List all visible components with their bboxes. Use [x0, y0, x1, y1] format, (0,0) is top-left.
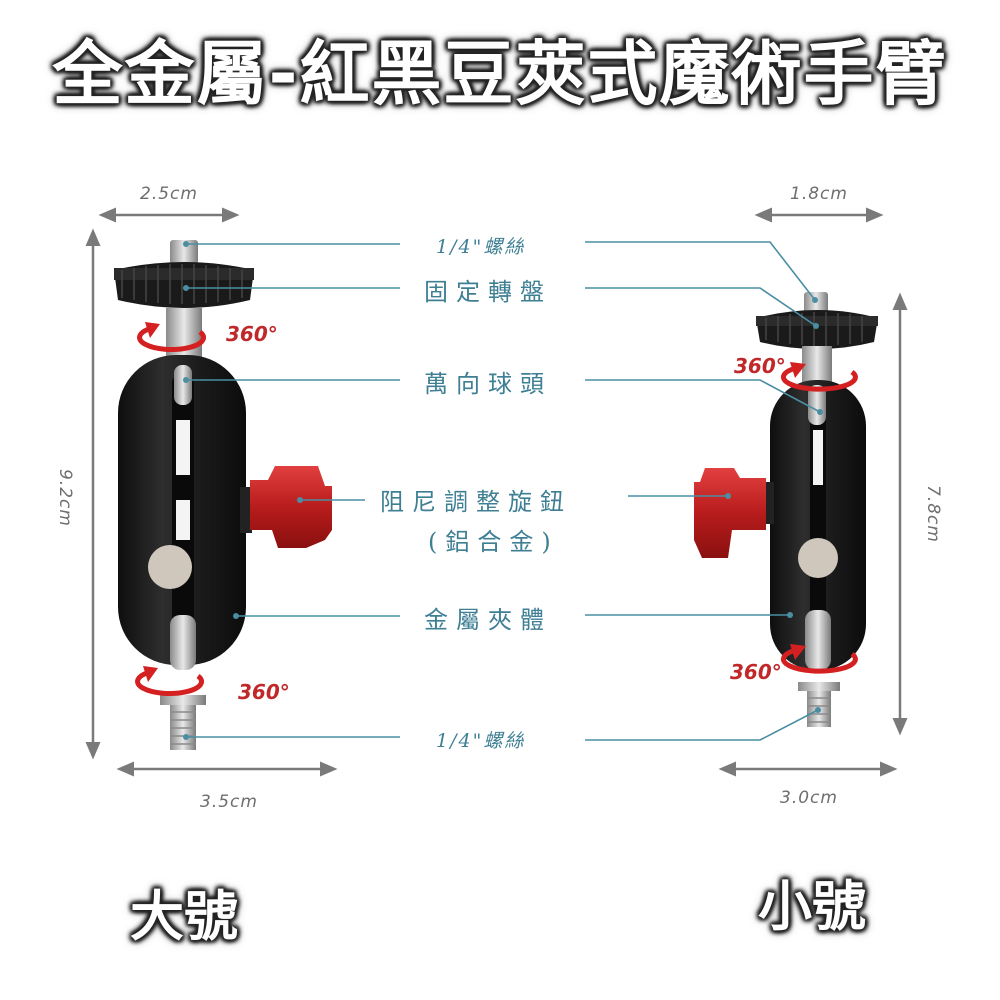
- callout-dots: [183, 241, 823, 740]
- small-magic-arm: [694, 292, 878, 727]
- small-height-label: 7.8cm: [922, 485, 943, 543]
- dimension-arrow-icon: [85, 207, 338, 777]
- callout-lines: [186, 241, 821, 741]
- small-size-label: 小號: [758, 875, 866, 938]
- rotation-arrow-icon: [135, 325, 207, 696]
- large-magic-arm: [114, 240, 332, 750]
- callout-clamp-body: 金屬夾體: [424, 606, 552, 634]
- callout-ball-head: 萬向球頭: [424, 370, 552, 398]
- large-rotation-top-label: 360°: [226, 322, 278, 346]
- large-size-label: 大號: [130, 885, 238, 948]
- large-height-label: 9.2cm: [54, 469, 75, 527]
- callout-screw-bottom: 1/4"螺絲: [436, 730, 526, 752]
- small-rotation-top-label: 360°: [734, 354, 786, 378]
- rotation-arrowhead-icon: [143, 322, 160, 682]
- rotation-arrow-icon: [780, 365, 858, 674]
- callout-knob-material: (鋁合金): [428, 528, 559, 556]
- rotation-arrowhead-icon: [790, 362, 806, 660]
- page-title: 全金屬-紅黑豆莢式魔術手臂: [52, 33, 948, 115]
- callout-knob: 阻尼調整旋鈕: [380, 488, 572, 516]
- callout-turntable: 固定轉盤: [424, 278, 552, 306]
- small-top-width-label: 1.8cm: [790, 184, 848, 204]
- dimension-arrow-icon: [718, 207, 908, 777]
- large-rotation-bottom-label: 360°: [238, 680, 290, 704]
- small-rotation-bottom-label: 360°: [730, 660, 782, 684]
- callout-screw-top: 1/4"螺絲: [436, 236, 526, 258]
- large-top-width-label: 2.5cm: [140, 184, 198, 204]
- small-bottom-width-label: 3.0cm: [780, 788, 838, 808]
- large-bottom-width-label: 3.5cm: [200, 792, 258, 812]
